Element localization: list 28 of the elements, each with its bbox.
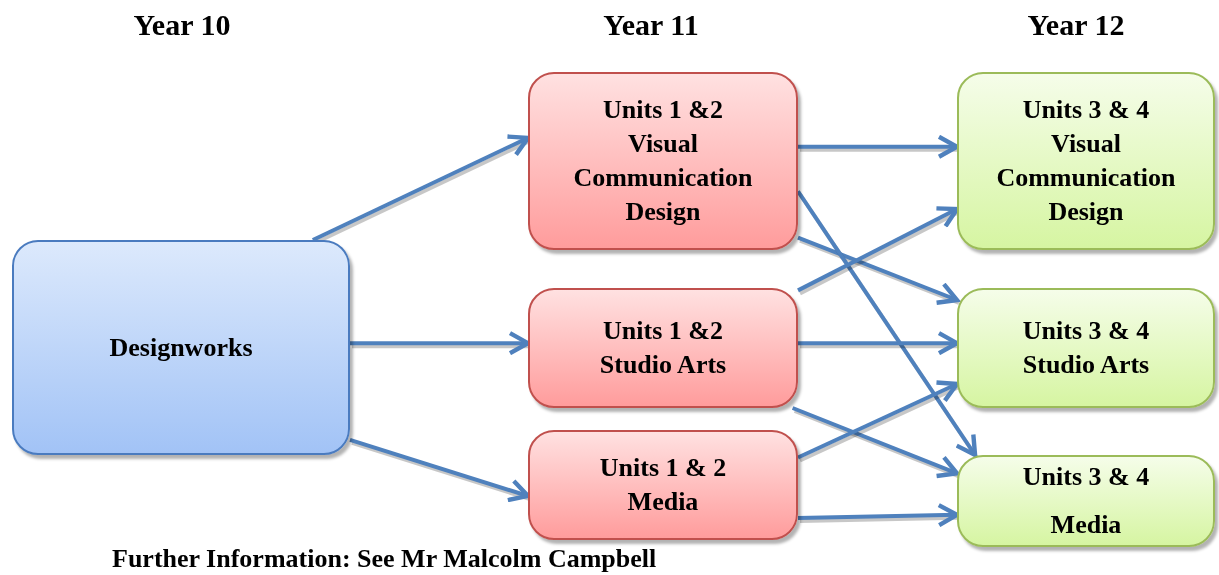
course-box [528, 72, 798, 250]
course-name: Media [1050, 509, 1122, 541]
arrow [796, 190, 978, 458]
course-title: Units 3 & 4 [1022, 94, 1150, 127]
year-heading: Year 12 [1027, 8, 1125, 42]
year-heading: Year 10 [133, 8, 231, 42]
course-box [957, 455, 1215, 547]
course-title: Units 1 &2 [603, 315, 723, 348]
course-name: Visual Communication Design [572, 128, 754, 228]
course-box [12, 240, 350, 455]
course-box [957, 288, 1215, 408]
course-box [957, 72, 1215, 250]
course-name: Studio Arts [1022, 349, 1150, 381]
course-title: Units 3 & 4 [1022, 315, 1150, 348]
course-name: Visual Communication Design [995, 128, 1177, 228]
course-name: Media [627, 486, 699, 518]
course-title: Units 1 & 2 [599, 452, 727, 485]
note-text: Further Information: See Mr Malcolm Campbell [112, 544, 657, 574]
arrow [797, 235, 960, 305]
course-box [528, 430, 798, 540]
arrow [791, 406, 960, 479]
course-title: Designworks [109, 331, 253, 364]
arrow [797, 380, 960, 460]
course-title: Units 1 &2 [603, 94, 723, 127]
course-box [528, 288, 798, 408]
course-name: Studio Arts [599, 349, 727, 381]
year-heading: Year 11 [603, 8, 699, 42]
course-title: Units 3 & 4 [1022, 461, 1150, 494]
